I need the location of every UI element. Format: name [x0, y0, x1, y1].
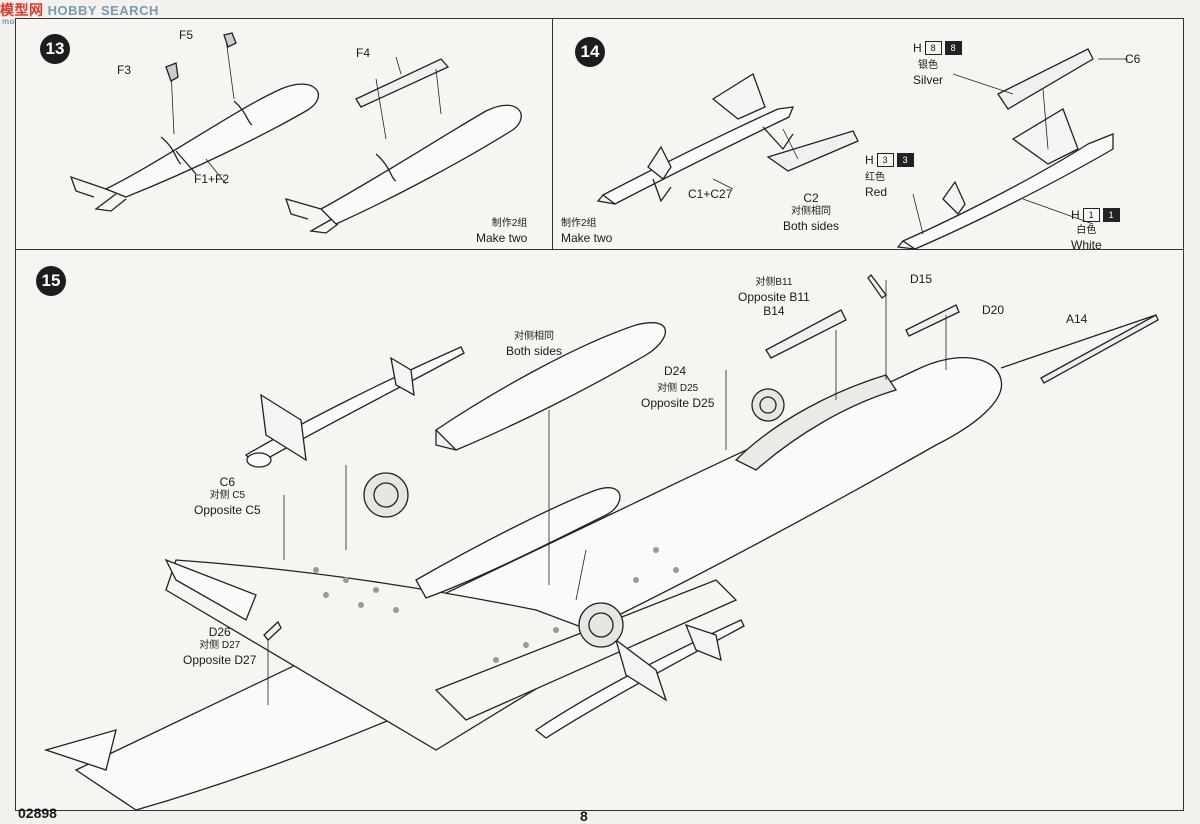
step-13-panel: 13 F5 F3	[15, 18, 553, 250]
step-15-panel: 15	[15, 249, 1184, 811]
step-14-note: 制作2组 Make two	[561, 217, 612, 245]
nose-wheel	[751, 388, 785, 422]
part-label-c2: C2 对侧相同 Both sides	[783, 191, 839, 233]
part-label-b11-cn: 对侧B11	[755, 277, 793, 288]
missile-right	[901, 133, 1114, 250]
part-label-d25-cn: 对侧 D25	[657, 383, 699, 394]
step-14-note-en: Make two	[561, 231, 613, 245]
part-label-f1f2: F1+F2	[194, 172, 230, 186]
part-label-d24: D24	[664, 364, 687, 378]
part-label-c6-step15: C6	[219, 475, 236, 489]
step-15-number: 15	[36, 266, 66, 296]
paint-red-name: 红色 Red	[865, 171, 887, 199]
watermark: 模型网 HOBBY SEARCH moxing.net	[0, 0, 159, 26]
watermark-name: HOBBY SEARCH	[47, 3, 159, 18]
step-13-note: 制作2组 Make two	[476, 217, 527, 245]
paint-red-cn: 红色	[865, 172, 885, 183]
part-label-d27-en: Opposite D27	[183, 653, 257, 667]
part-d26-drawing	[263, 620, 282, 641]
part-label-f5: F5	[179, 28, 194, 42]
step-14-panel: 14 制作2组 M	[552, 18, 1184, 252]
paint-red-code1: 3	[876, 153, 894, 167]
part-label-a14: A14	[1066, 312, 1088, 326]
part-label-f3: F3	[117, 63, 132, 77]
paint-silver-code1: 8	[924, 41, 942, 55]
step-15-drawing	[43, 274, 1159, 811]
part-label-c2-en: Both sides	[783, 219, 840, 233]
step-14-number: 14	[575, 37, 605, 67]
paint-callout-red: H 3 3	[865, 153, 914, 167]
part-label-c6: C6	[1125, 52, 1141, 66]
paint-white-letter: H	[1071, 208, 1080, 222]
kit-code: 02898	[18, 805, 57, 821]
paint-white-code1: 1	[1082, 208, 1100, 222]
drop-tank-right	[319, 104, 522, 225]
step-13-drawing	[69, 32, 522, 234]
paint-silver-code2: 8	[944, 41, 962, 55]
pitot-a14	[1040, 314, 1159, 384]
page-number: 8	[580, 808, 588, 824]
part-label-d25: 对侧 D25 Opposite D25	[641, 382, 714, 410]
tank-both-sides-en: Both sides	[506, 344, 563, 358]
paint-callout-white: H 1 1	[1071, 208, 1120, 222]
step-13-note-cn: 制作2组	[491, 218, 528, 229]
part-label-c5-cn: 对侧 C5	[209, 490, 246, 501]
main-wheel-right	[578, 602, 624, 648]
part-label-b11-b14: 对侧B11 Opposite B11 B14	[738, 276, 810, 318]
step-13-note-en: Make two	[476, 231, 528, 245]
part-label-c2-cn: 对侧相同	[791, 206, 832, 217]
step-14-note-cn: 制作2组	[561, 218, 597, 229]
step-14-drawing	[596, 48, 1128, 250]
pylon-c6	[997, 48, 1094, 110]
part-label-d26-d27: D26 对侧 D27 Opposite D27	[183, 625, 256, 667]
drop-tank-left	[104, 83, 319, 198]
part-label-c1c27: C1+C27	[688, 187, 733, 201]
part-label-d27-cn: 对侧 D27	[199, 640, 241, 651]
paint-white-code2: 1	[1102, 208, 1120, 222]
paint-white-name: 白色 White	[1071, 224, 1102, 252]
part-label-c6-c5: C6 对侧 C5 Opposite C5	[194, 475, 261, 517]
paint-silver-name: 银色 Silver	[913, 59, 943, 87]
paint-red-letter: H	[865, 153, 874, 167]
part-d15-drawing	[867, 274, 887, 299]
part-label-d25-en: Opposite D25	[641, 396, 715, 410]
paint-silver-en: Silver	[913, 73, 944, 87]
part-label-d20: D20	[982, 303, 1005, 317]
part-b14-drawing	[765, 309, 847, 359]
part-label-d15: D15	[910, 272, 933, 286]
main-wheel-left	[363, 472, 409, 518]
paint-callout-silver: H 8 8	[913, 41, 962, 55]
part-label-c2-code: C2	[803, 191, 819, 205]
tank-both-sides-label: 对侧相同 Both sides	[506, 330, 562, 358]
part-label-d26: D26	[208, 625, 231, 639]
step-13-number: 13	[40, 34, 70, 64]
part-d20-drawing	[905, 304, 960, 337]
part-label-b11-en: Opposite B11	[738, 290, 810, 304]
paint-red-code2: 3	[896, 153, 914, 167]
paint-silver-letter: H	[913, 41, 922, 55]
paint-white-en: White	[1071, 238, 1102, 252]
tank-both-sides-cn: 对侧相同	[514, 331, 555, 342]
paint-silver-cn: 银色	[918, 60, 938, 71]
drop-tank-center	[434, 322, 667, 451]
pylon-f4	[355, 58, 450, 108]
paint-red-en: Red	[865, 185, 888, 199]
part-label-f4: F4	[356, 46, 371, 60]
wing-c2	[766, 130, 859, 172]
watermark-logo: 模型网	[0, 2, 44, 18]
part-label-c5-en: Opposite C5	[194, 503, 261, 517]
part-label-b14: B14	[763, 304, 785, 318]
paint-white-cn: 白色	[1076, 225, 1097, 236]
